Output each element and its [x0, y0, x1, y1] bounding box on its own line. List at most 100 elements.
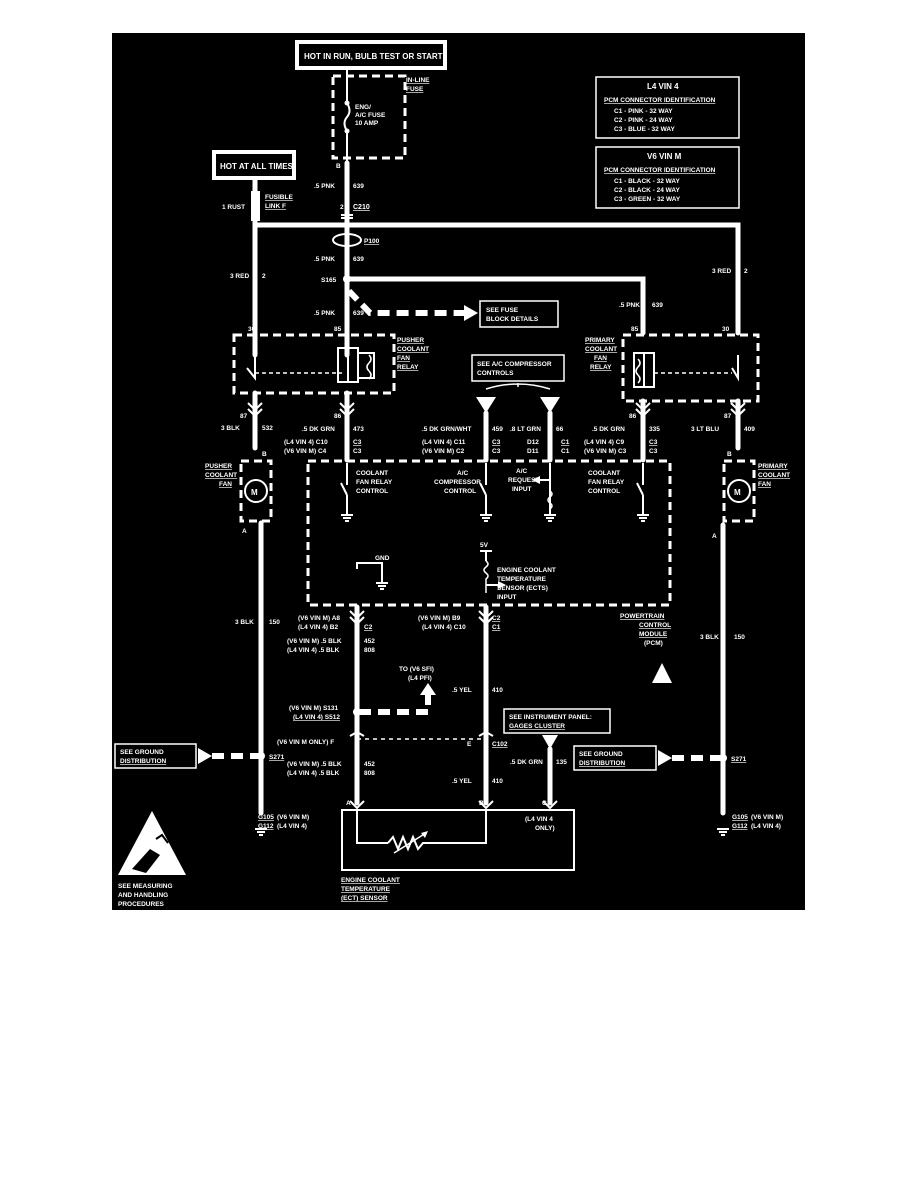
- wire-dkgrn-473: .5 DK GRN: [302, 426, 335, 433]
- pin-c2-a: C2: [364, 624, 373, 631]
- pusher-fan-label-1: PUSHER: [205, 463, 232, 470]
- esd-text-1: SEE MEASURING: [118, 883, 173, 890]
- g112-left-l4: (L4 VIN 4): [277, 823, 307, 830]
- pusher-relay-label-3: FAN: [397, 355, 410, 362]
- ground-right-2: DISTRIBUTION: [579, 760, 626, 767]
- pcm-box: [306, 459, 672, 607]
- pin-d11: D11: [527, 448, 539, 455]
- pin-c3-a: C3: [353, 439, 362, 446]
- c210-pin: 2: [340, 204, 344, 211]
- pcm-l4-row-3: C3 - BLUE - 32 WAY: [614, 126, 675, 133]
- fuse-name-1: ENG/: [355, 104, 371, 111]
- ect-label-3: (ECT) SENSOR: [341, 895, 388, 902]
- pcm-l4-title: L4 VIN 4: [647, 82, 679, 91]
- primary-fan-label-3: FAN: [758, 481, 771, 488]
- wire-label-639-3: 639: [353, 310, 364, 317]
- ground-right-callout: [573, 745, 657, 771]
- inline-fuse-label-1: IN-LINE: [406, 77, 430, 84]
- pcm-frc-2: FAN RELAY: [588, 479, 625, 486]
- wire-459: 459: [492, 426, 503, 433]
- pusher-relay-label-2: COOLANT: [397, 346, 429, 353]
- wire-label-639-4: 639: [652, 302, 663, 309]
- ect-pin-a: A: [346, 800, 351, 807]
- primary-fan-box: [722, 459, 756, 523]
- s271-left: S271: [269, 754, 285, 761]
- ac-callout-text-1: SEE A/C COMPRESSOR: [477, 361, 552, 368]
- pusher-pin-86: 86: [334, 413, 342, 420]
- pusher-relay-box: [232, 333, 396, 395]
- wire-135: 135: [556, 759, 567, 766]
- pcm-crc-3: CONTROL: [356, 488, 388, 495]
- primary-relay-label-4: RELAY: [590, 364, 612, 371]
- pcm-acc-2: COMPRESSOR: [434, 479, 481, 486]
- ac-compressor-callout: [471, 354, 565, 382]
- primary-relay-label-2: COOLANT: [585, 346, 617, 353]
- esd-text-2: AND HANDLING: [118, 892, 168, 899]
- pin-c3-f: C3: [649, 448, 658, 455]
- ect-l4-only-1: (L4 VIN 4: [525, 816, 553, 823]
- pcm-ects-1: ENGINE COOLANT: [497, 567, 556, 574]
- pusher-fan-pin-b: B: [262, 451, 267, 458]
- ground-right-1: SEE GROUND: [579, 751, 623, 758]
- splice-s271-right: [719, 754, 727, 762]
- pusher-fan-label-3: FAN: [219, 481, 232, 488]
- pcm-label-1: POWERTRAIN: [620, 613, 665, 620]
- fusible-wire: 1 RUST: [222, 204, 245, 211]
- wire-dkgrnwht: .5 DK GRN/WHT: [422, 426, 472, 433]
- wire-red-right: 3 RED: [712, 268, 731, 275]
- fuse-terminal: B: [336, 163, 341, 170]
- pusher-pin-87: 87: [240, 413, 248, 420]
- g112-left: G112: [258, 823, 274, 830]
- pcm-acr-1: A/C: [516, 468, 528, 475]
- p100-label: P100: [364, 238, 380, 245]
- g112-right-l4: (L4 VIN 4): [751, 823, 781, 830]
- wiring-diagram: HOT IN RUN, BULB TEST OR START HOT AT AL…: [112, 33, 805, 910]
- pin-c4-v6: (V6 VIN M) C4: [284, 448, 327, 455]
- pcm-acr-3: INPUT: [512, 486, 532, 493]
- inline-fuse-label-2: FUSE: [406, 86, 424, 93]
- wire-label-pnk-3: .5 PNK: [314, 310, 335, 317]
- primary-relay-box: [621, 333, 760, 403]
- c102-label: C102: [492, 741, 508, 748]
- wire-2-left: 2: [262, 273, 266, 280]
- primary-relay-label-1: PRIMARY: [585, 337, 615, 344]
- pcm-v6-row-3: C3 - GREEN - 32 WAY: [614, 196, 681, 203]
- primary-fan-pin-a: A: [712, 533, 717, 540]
- wire-808-a: 808: [364, 647, 375, 654]
- pin-c3-c: C3: [492, 439, 501, 446]
- pcm-l4-row-1: C1 - PINK - 32 WAY: [614, 108, 673, 115]
- ect-sensor-box: [341, 809, 575, 871]
- fuse-name-2: A/C FUSE: [355, 112, 386, 119]
- splice-s131: [353, 708, 361, 716]
- ect-label-1: ENGINE COOLANT: [341, 877, 400, 884]
- pcm-table-l4: [595, 76, 740, 139]
- wire-label-pnk-4: .5 PNK: [619, 302, 640, 309]
- pusher-relay-label-4: RELAY: [397, 364, 419, 371]
- wire-ltgrn: .8 LT GRN: [510, 426, 541, 433]
- wire-3blk: 3 BLK: [221, 425, 240, 432]
- wire-blk150-left: 3 BLK: [235, 619, 254, 626]
- pin-v6-blk-a: (V6 VIN M) .5 BLK: [287, 638, 342, 645]
- splice-s271-left: [257, 752, 265, 760]
- esd-icon-small: [652, 663, 672, 683]
- wire-yel-a: .5 YEL: [452, 687, 472, 694]
- fuse-name-3: 10 AMP: [355, 120, 379, 127]
- ground-left-2: DISTRIBUTION: [120, 758, 167, 765]
- wire-409: 409: [744, 426, 755, 433]
- pin-c10-l4: (L4 VIN 4) C10: [284, 439, 328, 446]
- pcm-5v-label: 5V: [480, 542, 489, 549]
- pin-l4-s512: (L4 VIN 4) S512: [293, 714, 340, 721]
- pcm-ects-3: SENSOR (ECTS): [497, 585, 548, 592]
- hot-run-label: HOT IN RUN, BULB TEST OR START: [304, 52, 443, 61]
- wire-150-right: 150: [734, 634, 745, 641]
- instrument-text-2: GAGES CLUSTER: [509, 723, 565, 730]
- g112-right: G112: [732, 823, 748, 830]
- ground-left-1: SEE GROUND: [120, 749, 164, 756]
- pcm-ects-2: TEMPERATURE: [497, 576, 547, 583]
- wire-808-b: 808: [364, 770, 375, 777]
- ac-arrow-right: [540, 397, 560, 413]
- wire-335: 335: [649, 426, 660, 433]
- wire-410-b: 410: [492, 778, 503, 785]
- g105-right: G105: [732, 814, 748, 821]
- pin-c10-c1: (L4 VIN 4) C10: [422, 624, 466, 631]
